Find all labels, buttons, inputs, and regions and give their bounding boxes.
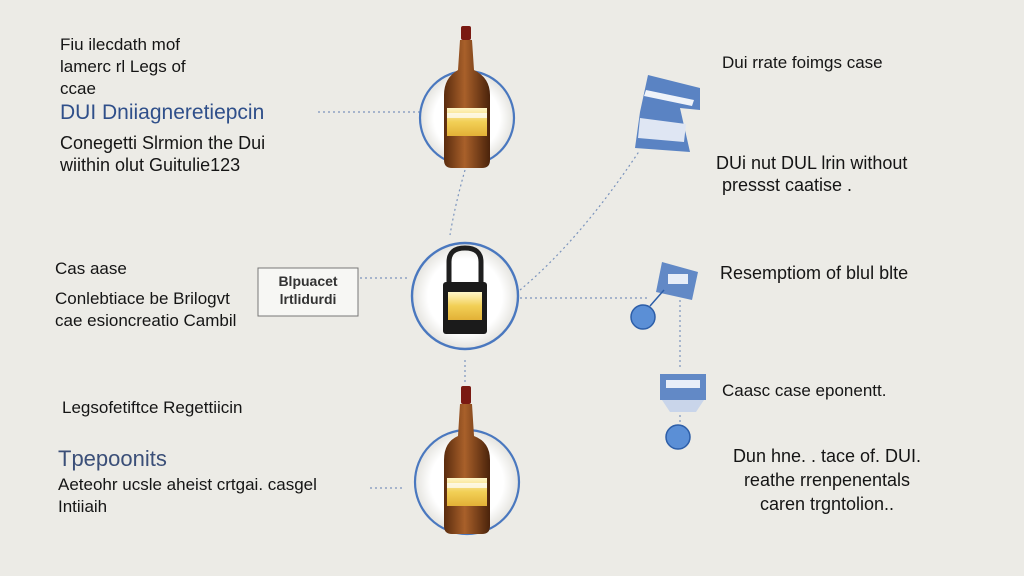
left-bottom-body-line-1: Aeteohr ucsle aheist crtgai. casgel (58, 475, 317, 494)
left-top-block: Fiu ilecdath mof lamerc rl Legs of ccae (60, 34, 186, 100)
sign-line-1: Blpuacet (278, 273, 338, 289)
left-top-line-2: lamerc rl Legs of (60, 57, 186, 76)
lock-icon (410, 241, 520, 351)
right-item-5-line-1: Dun hne. . tace of. DUI. (732, 446, 922, 466)
bottle-icon-bottom (413, 386, 521, 536)
sign-icon (257, 267, 359, 317)
left-bottom-title: Legsofetiftce Regettiicin (62, 398, 243, 417)
left-bottom-heading: Tpepoonits (58, 446, 167, 471)
sign-line-2: lrtlidurdi (279, 291, 337, 307)
left-mid-body-line-2: cae esioncreatio Cambil (55, 311, 237, 330)
pin-icon (630, 262, 698, 330)
right-item-5: Dun hne. . tace of. DUI. reathe rrenpene… (712, 444, 942, 516)
left-mid-title: Cas aase (55, 259, 127, 278)
left-mid-body: Conlebtiace be Brilogvt cae esioncreatio… (55, 288, 236, 332)
right-item-2-line-2: pressst caatise . (722, 175, 853, 195)
right-item-5-line-3: caren trgntolion.. (759, 494, 895, 514)
left-top-line-3: ccae (60, 79, 96, 98)
right-item-5-line-2: reathe rrenpenentals (743, 470, 911, 490)
right-item-3: Resemptiom of blul blte (720, 263, 909, 283)
left-top-body: Conegetti Slrmion the Dui wiithin olut G… (60, 132, 265, 176)
right-item-4: Caasc case eponentt. (722, 381, 887, 400)
sign-text: Blpuacet lrtlidurdi (260, 272, 356, 308)
right-item-1: Dui rrate foimgs case (722, 53, 883, 72)
left-top-body-line-2: wiithin olut Guitulie123 (60, 155, 241, 175)
card-icon (660, 374, 706, 450)
right-item-2-line-1: DUi nut DUL lrin without (716, 153, 908, 173)
left-top-body-line-1: Conegetti Slrmion the Dui (60, 133, 266, 153)
bottle-icon (418, 26, 516, 168)
left-mid-body-line-1: Conlebtiace be Brilogvt (55, 289, 230, 308)
right-item-2: DUi nut DUL lrin without pressst caatise… (716, 152, 907, 196)
left-top-title: DUI Dniiagneretiepcin (60, 101, 265, 124)
left-bottom-body-line-2: Intiiaih (58, 497, 108, 516)
document-icon (635, 75, 700, 152)
left-top-line-1: Fiu ilecdath mof (60, 35, 180, 54)
connector-lines (318, 111, 681, 489)
left-bottom-body: Aeteohr ucsle aheist crtgai. casgel Inti… (58, 474, 317, 518)
